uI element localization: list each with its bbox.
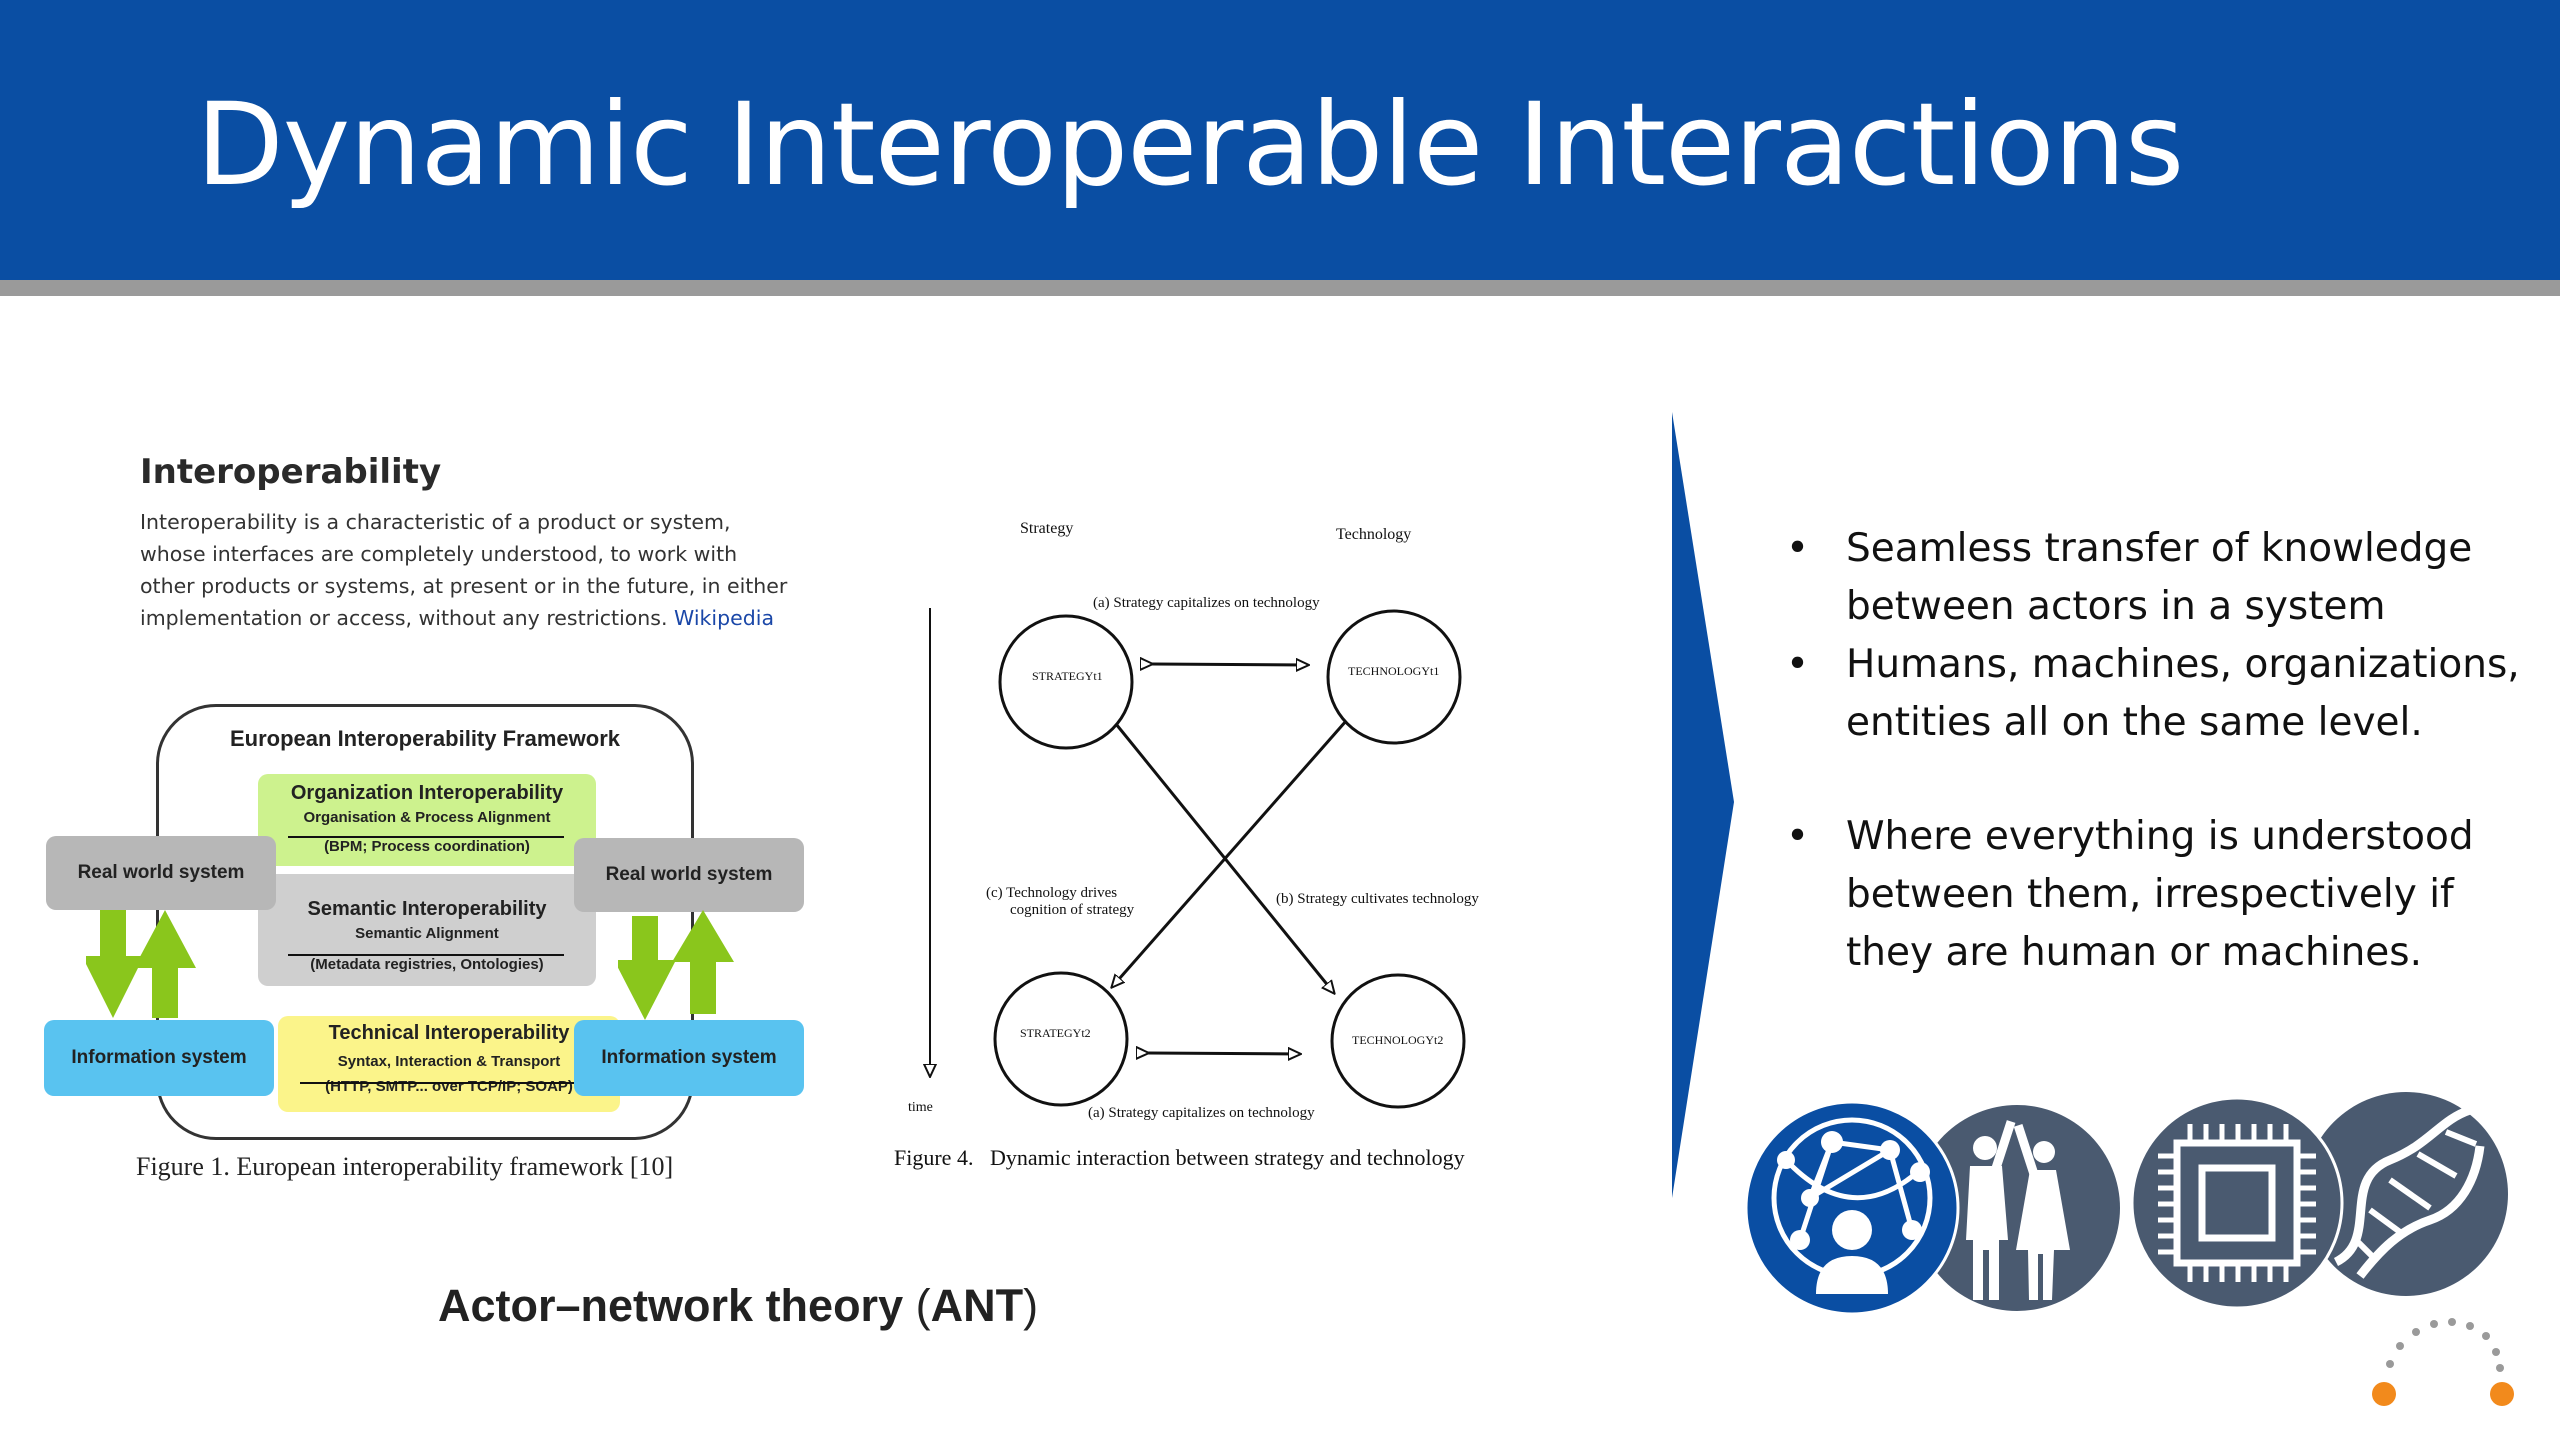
bullet-text: Humans, machines, organizations, entitie… — [1846, 642, 2520, 745]
information-system-right: Information system — [574, 1020, 804, 1096]
top-label: (a) Strategy capitalizes on technology — [1093, 595, 1320, 611]
loading-dots-icon — [2372, 1318, 2514, 1406]
chip-icon — [2130, 1096, 2344, 1310]
ant-name: Actor–network theory — [438, 1280, 904, 1331]
organization-arrow — [288, 836, 564, 838]
technical-interop-box: Technical Interoperability Syntax, Inter… — [278, 1016, 620, 1112]
chevron-divider-icon — [1672, 412, 1734, 1198]
left-label-2: cognition of strategy — [1010, 902, 1135, 918]
organization-label: Organization Interoperability — [290, 782, 564, 804]
slide-title: Dynamic Interoperable Interactions — [196, 78, 2184, 211]
semantic-sub: Semantic Alignment — [355, 925, 499, 942]
bullet-text: Where everything is understood between t… — [1846, 814, 2474, 975]
bottom-label: (a) Strategy capitalizes on technology — [1088, 1105, 1315, 1121]
bullet-item: • Humans, machines, organizations, entiti… — [1780, 636, 2540, 752]
bullet-dot: • — [1786, 814, 1810, 859]
organization-detail: (BPM; Process coordination) — [324, 838, 530, 855]
left-arrows — [86, 910, 196, 1018]
bottom-double-arrow — [1148, 1053, 1300, 1054]
title-divider — [0, 280, 2560, 296]
technical-detail: (HTTP, SMTP... over TCP/IP; SOAP) — [325, 1078, 573, 1095]
bullet-dot: • — [1786, 642, 1810, 687]
technical-sub: Syntax, Interaction & Transport — [337, 1053, 561, 1070]
two-people-icon — [1914, 1105, 2120, 1311]
bullet-dot: • — [1786, 526, 1810, 571]
icon-row — [1744, 1092, 2508, 1316]
up-arrow-icon — [134, 910, 196, 1018]
bullet-item: • Where everything is understood between … — [1780, 808, 2540, 982]
technology-t2-circle — [1330, 973, 1466, 1109]
figure4-caption: Figure 4. Dynamic interaction between st… — [894, 1145, 1465, 1171]
ant-abbr: ANT — [930, 1280, 1024, 1331]
eif-title: European Interoperability Framework — [230, 726, 620, 751]
technical-arrow — [300, 1082, 600, 1084]
top-double-arrow — [1152, 664, 1308, 665]
figure4-caption-text: Dynamic interaction between strategy and… — [989, 1145, 1465, 1170]
strategy-t2-label: STRATEGYt2 — [1020, 1026, 1091, 1040]
network-person-icon — [1744, 1100, 1960, 1316]
down-arrow-icon — [618, 916, 676, 1020]
real-world-right: Real world system — [574, 838, 804, 912]
information-system-left: Information system — [44, 1020, 274, 1096]
bullet-spacer — [1780, 752, 2540, 808]
technical-label: Technical Interoperability — [328, 1022, 570, 1044]
technology-t1-label: TECHNOLOGYt1 — [1348, 664, 1439, 678]
organization-interop-box: Organization Interoperability Organisati… — [258, 774, 596, 866]
right-label: (b) Strategy cultivates technology — [1276, 891, 1479, 907]
semantic-arrow — [288, 954, 564, 956]
eif-diagram: European Interoperability Framework Orga… — [40, 700, 820, 1140]
bullet-list: • Seamless transfer of knowledge between … — [1780, 520, 2540, 982]
definition-body: Interoperability is a characteristic of … — [140, 510, 788, 630]
semantic-interop-box: Semantic Interoperability Semantic Align… — [258, 874, 596, 986]
strategy-header: Strategy — [1020, 520, 1073, 537]
wikipedia-link[interactable]: Wikipedia — [674, 606, 775, 630]
bullet-item: • Seamless transfer of knowledge between … — [1780, 520, 2540, 636]
technology-t2-label: TECHNOLOGYt2 — [1352, 1033, 1443, 1047]
title-bar — [0, 0, 2560, 280]
strategy-t2-circle — [993, 971, 1129, 1107]
time-label: time — [908, 1100, 933, 1115]
right-arrows — [618, 910, 734, 1020]
ant-open-paren: ( — [915, 1280, 931, 1331]
ant-close-paren: ) — [1023, 1280, 1039, 1331]
dna-icon — [2304, 1092, 2508, 1296]
up-arrow-icon — [672, 910, 734, 1014]
down-arrow-icon — [86, 910, 144, 1018]
ant-label: Actor–network theory (ANT) — [438, 1280, 1038, 1332]
technology-t1-circle — [1326, 609, 1462, 745]
figure4-caption-prefix: Figure 4. — [894, 1145, 974, 1170]
strategy-t1-circle — [998, 614, 1134, 750]
bullet-text: Seamless transfer of knowledge between a… — [1846, 526, 2473, 629]
semantic-label: Semantic Interoperability — [307, 898, 547, 920]
technology-header: Technology — [1336, 526, 1411, 543]
left-label-1: (c) Technology drives — [986, 885, 1117, 901]
semantic-detail: (Metadata registries, Ontologies) — [310, 956, 544, 973]
organization-sub: Organisation & Process Alignment — [303, 809, 551, 826]
technology-to-strategy-arrow — [1112, 720, 1348, 987]
strategy-technology-diagram: Strategy Technology (a) Strategy capital… — [908, 520, 1479, 1121]
real-world-left: Real world system — [46, 836, 276, 910]
strategy-t1-label: STRATEGYt1 — [1032, 669, 1103, 683]
figure1-caption: Figure 1. European interoperability fram… — [136, 1152, 674, 1181]
definition-heading: Interoperability — [140, 452, 442, 492]
definition-text: Interoperability is a characteristic of … — [140, 506, 790, 634]
